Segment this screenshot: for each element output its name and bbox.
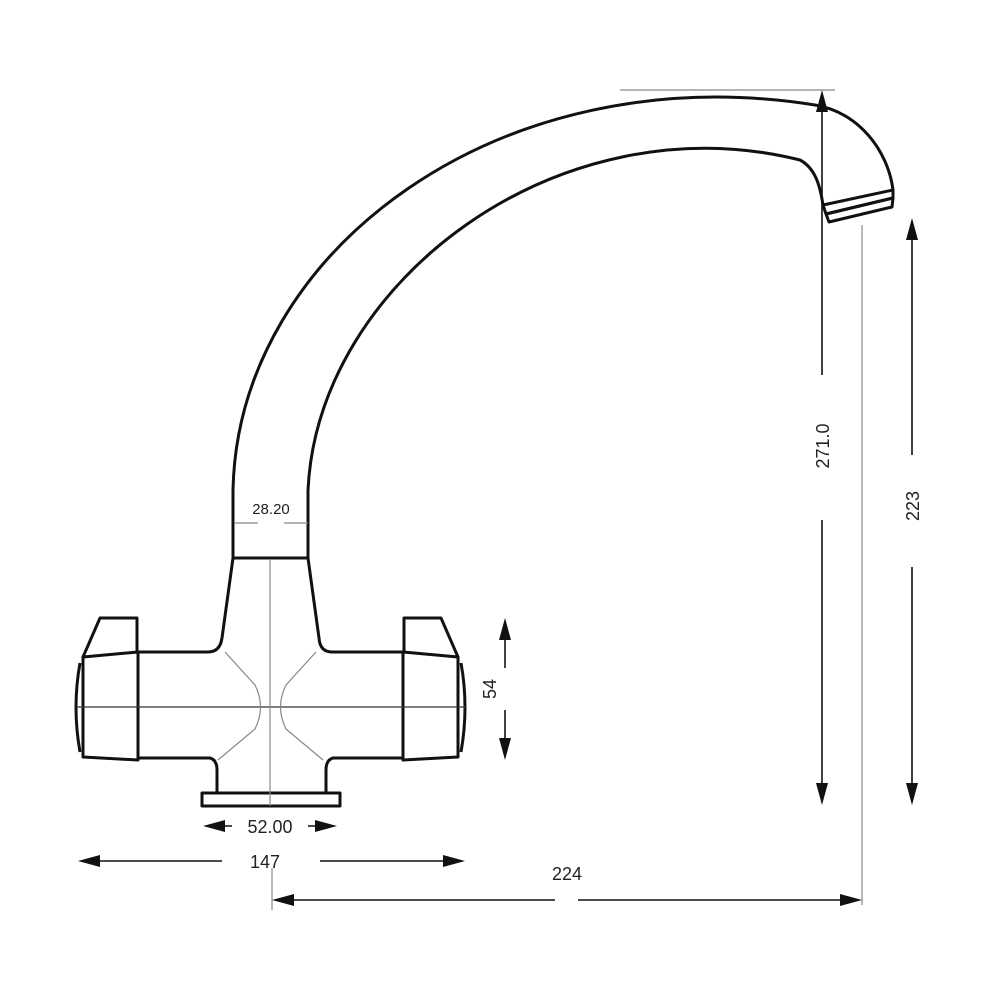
dimension-base-width: 52.00	[203, 817, 337, 837]
faucet-outline	[74, 95, 895, 808]
spout-outer-edge	[231, 95, 895, 558]
dimension-neck-width: 28.20	[234, 501, 308, 524]
base-plate	[200, 791, 342, 808]
dimension-label: 224	[552, 864, 582, 884]
dimension-overall-width: 147	[78, 852, 465, 872]
left-handle	[74, 616, 140, 762]
dimension-overall-height: 271.0	[620, 89, 835, 805]
dimension-spout-clearance: 223	[903, 218, 923, 805]
dimension-label: 223	[903, 491, 923, 521]
dimension-label: 271.0	[813, 423, 833, 468]
dimension-label: 54	[480, 679, 500, 699]
center-lines	[76, 560, 466, 806]
spout-inner-edge	[306, 146, 825, 558]
dimension-label: 147	[250, 852, 280, 872]
dimension-handle-height: 54	[480, 618, 511, 760]
dimension-label: 28.20	[252, 501, 290, 518]
dimension-label: 52.00	[247, 817, 292, 837]
dimension-spout-reach: 224	[271, 225, 863, 910]
right-handle	[401, 616, 467, 762]
aerator-nozzle	[233, 188, 895, 560]
